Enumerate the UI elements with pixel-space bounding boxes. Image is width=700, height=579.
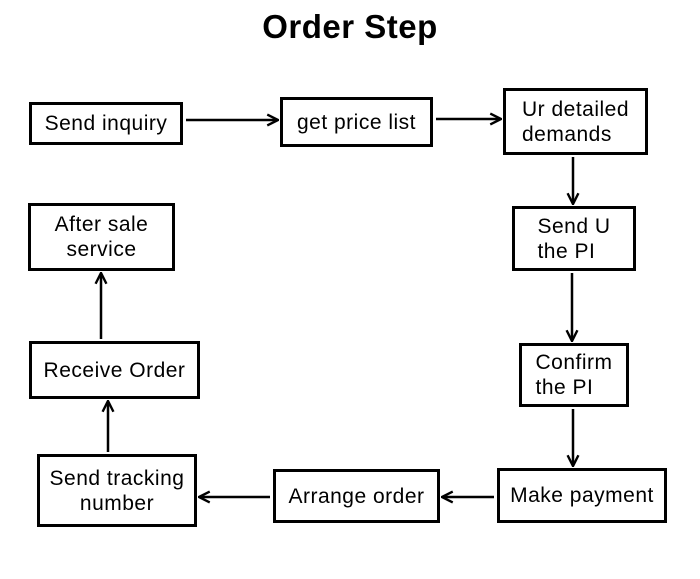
node-label: Send inquiry — [44, 112, 168, 135]
node-label: Send tracking number — [49, 466, 185, 515]
flowchart-node-send-inquiry: Send inquiry — [29, 102, 183, 145]
node-label: Arrange order — [288, 484, 425, 508]
flowchart-node-send-u-the-pi: Send U the PI — [512, 206, 636, 271]
flowchart-node-confirm-the-pi: Confirm the PI — [519, 343, 629, 407]
node-label: Ur detailed demands — [521, 97, 630, 146]
flowchart-node-receive-order: Receive Order — [29, 341, 200, 399]
flowchart-node-send-tracking-number: Send tracking number — [37, 454, 197, 527]
node-label: Confirm the PI — [535, 351, 613, 399]
flowchart-node-after-sale-service: After sale service — [28, 203, 175, 271]
flowchart-node-get-price-list: get price list — [280, 97, 433, 147]
node-label: After sale service — [54, 213, 149, 261]
diagram-title: Order Step — [262, 8, 438, 45]
flowchart-node-ur-detailed-demands: Ur detailed demands — [503, 88, 648, 155]
node-label: get price list — [296, 110, 417, 134]
node-label: Make payment — [510, 484, 654, 507]
node-label: Receive Order — [43, 358, 186, 382]
flowchart-node-make-payment: Make payment — [497, 468, 667, 523]
flowchart-node-arrange-order: Arrange order — [273, 469, 440, 523]
node-label: Send U the PI — [537, 214, 611, 263]
